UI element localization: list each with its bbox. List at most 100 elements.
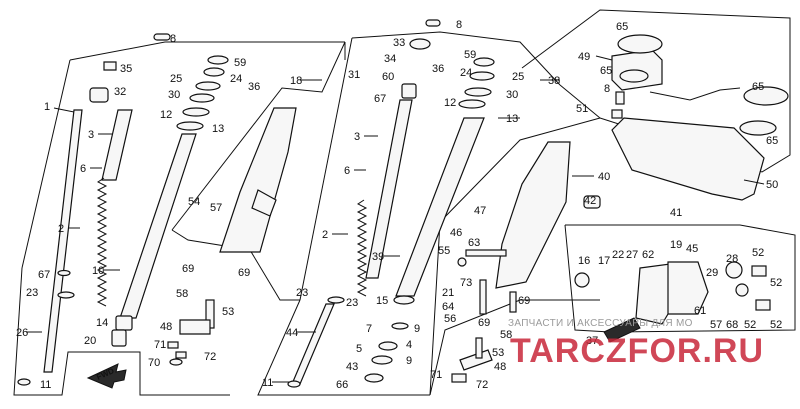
ring-65-b	[619, 69, 649, 83]
middle-fork-assembly	[287, 19, 601, 388]
callout-28: 28	[726, 253, 738, 265]
mid-tube-3	[365, 99, 413, 279]
callout-55: 55	[438, 245, 450, 257]
watermark-small-text: ЗАПЧАСТИ И АКСЕССУАРЫ ДЛЯ МО	[508, 318, 693, 329]
callout-14: 14	[96, 317, 108, 329]
watermark-logo-text: TARCZFOR.RU	[510, 332, 764, 370]
outer-tube-10	[119, 133, 197, 319]
left-stud-71	[167, 341, 179, 349]
left-clamp-48	[179, 319, 211, 335]
callout-31: 31	[348, 69, 360, 81]
callout-41: 41	[670, 207, 682, 219]
callout-7: 7	[366, 323, 372, 335]
callout-48: 48	[160, 321, 172, 333]
callout-22: 22	[612, 249, 624, 261]
slider-20	[111, 329, 127, 347]
mid-rod-44	[291, 303, 335, 385]
callout-53-mid: 53	[492, 347, 504, 359]
left-ring-23	[57, 291, 75, 299]
caliper-28	[725, 261, 743, 279]
callout-69-mid-b: 69	[478, 317, 490, 329]
callout-23: 23	[26, 287, 38, 299]
callout-69-b: 69	[238, 267, 250, 279]
callout-24-mid: 24	[460, 67, 472, 79]
callout-39: 39	[372, 251, 384, 263]
callout-25: 25	[170, 73, 182, 85]
callout-34: 34	[384, 53, 396, 65]
ring-65-c	[743, 86, 789, 106]
bridge-bolt-51	[611, 109, 623, 119]
callout-61: 61	[694, 305, 706, 317]
callout-57-right: 57	[710, 319, 722, 331]
callout-70: 70	[148, 357, 160, 369]
callout-12-mid: 12	[444, 97, 456, 109]
callout-57: 57	[210, 202, 222, 214]
callout-65-a: 65	[616, 21, 628, 33]
callout-27: 27	[626, 249, 638, 261]
callout-11: 11	[40, 379, 51, 391]
left-seal-59	[207, 55, 229, 65]
outer-tube-39	[395, 117, 485, 297]
callout-66: 66	[336, 379, 348, 391]
callout-69-a: 69	[182, 263, 194, 275]
callout-6: 6	[80, 163, 86, 175]
callout-33: 33	[393, 37, 405, 49]
callout-36-mid: 36	[432, 63, 444, 75]
callout-48-mid: 48	[494, 361, 506, 373]
slider-body-40	[495, 141, 571, 289]
callout-58: 58	[176, 288, 188, 300]
mid-ring-15	[393, 295, 415, 305]
callout-36: 36	[248, 81, 260, 93]
callout-8-mid: 8	[456, 19, 462, 31]
callout-46: 46	[450, 227, 462, 239]
bridge-tube	[649, 87, 741, 101]
mid-bolt-11	[287, 380, 301, 388]
callout-65-d: 65	[766, 135, 778, 147]
callout-6-mid: 6	[344, 165, 350, 177]
callout-42: 42	[584, 195, 596, 207]
callout-10: 10	[92, 265, 104, 277]
callout-52-d: 52	[770, 319, 782, 331]
callout-9-b: 9	[406, 355, 412, 367]
callout-59: 59	[234, 57, 246, 69]
mid-plug-8	[425, 19, 441, 27]
callout-26: 26	[16, 327, 28, 339]
fork-tube-1	[43, 109, 83, 373]
callout-2-mid: 2	[322, 229, 328, 241]
left-ring-30	[189, 93, 215, 103]
mid-ring-12	[458, 99, 486, 109]
mid-spring-2	[356, 199, 368, 297]
ring-65-a	[617, 34, 663, 54]
mid-ring-66	[364, 373, 384, 383]
callout-21: 21	[442, 287, 454, 299]
callout-52-c: 52	[744, 319, 756, 331]
callout-3: 3	[88, 129, 94, 141]
callout-12: 12	[160, 109, 172, 121]
callout-47: 47	[474, 205, 486, 217]
callout-52-b: 52	[770, 277, 782, 289]
callout-15: 15	[376, 295, 388, 307]
callout-49: 49	[578, 51, 590, 63]
bridge-50	[611, 117, 765, 201]
callout-17: 17	[598, 255, 610, 267]
inner-tube-3	[101, 109, 133, 181]
mid-seal-59	[473, 57, 495, 67]
left-bolt-11	[17, 378, 31, 386]
mid-washer-24	[469, 71, 495, 81]
left-washer-70	[169, 358, 183, 366]
callout-72-mid: 72	[476, 379, 488, 391]
bolt-52-a	[751, 265, 767, 277]
callout-54: 54	[188, 196, 200, 208]
slider-bracket	[251, 189, 277, 217]
callout-8: 8	[170, 33, 176, 45]
callout-23-mid-b: 23	[346, 297, 358, 309]
callout-56: 56	[444, 313, 456, 325]
callout-68: 68	[726, 319, 738, 331]
callout-65-b: 65	[600, 65, 612, 77]
callout-13: 13	[212, 123, 224, 135]
caliper-52	[735, 283, 749, 297]
mid-nut-72	[451, 373, 467, 383]
callout-4: 4	[406, 339, 412, 351]
callout-71: 71	[154, 339, 166, 351]
callout-23-mid-a: 23	[296, 287, 308, 299]
